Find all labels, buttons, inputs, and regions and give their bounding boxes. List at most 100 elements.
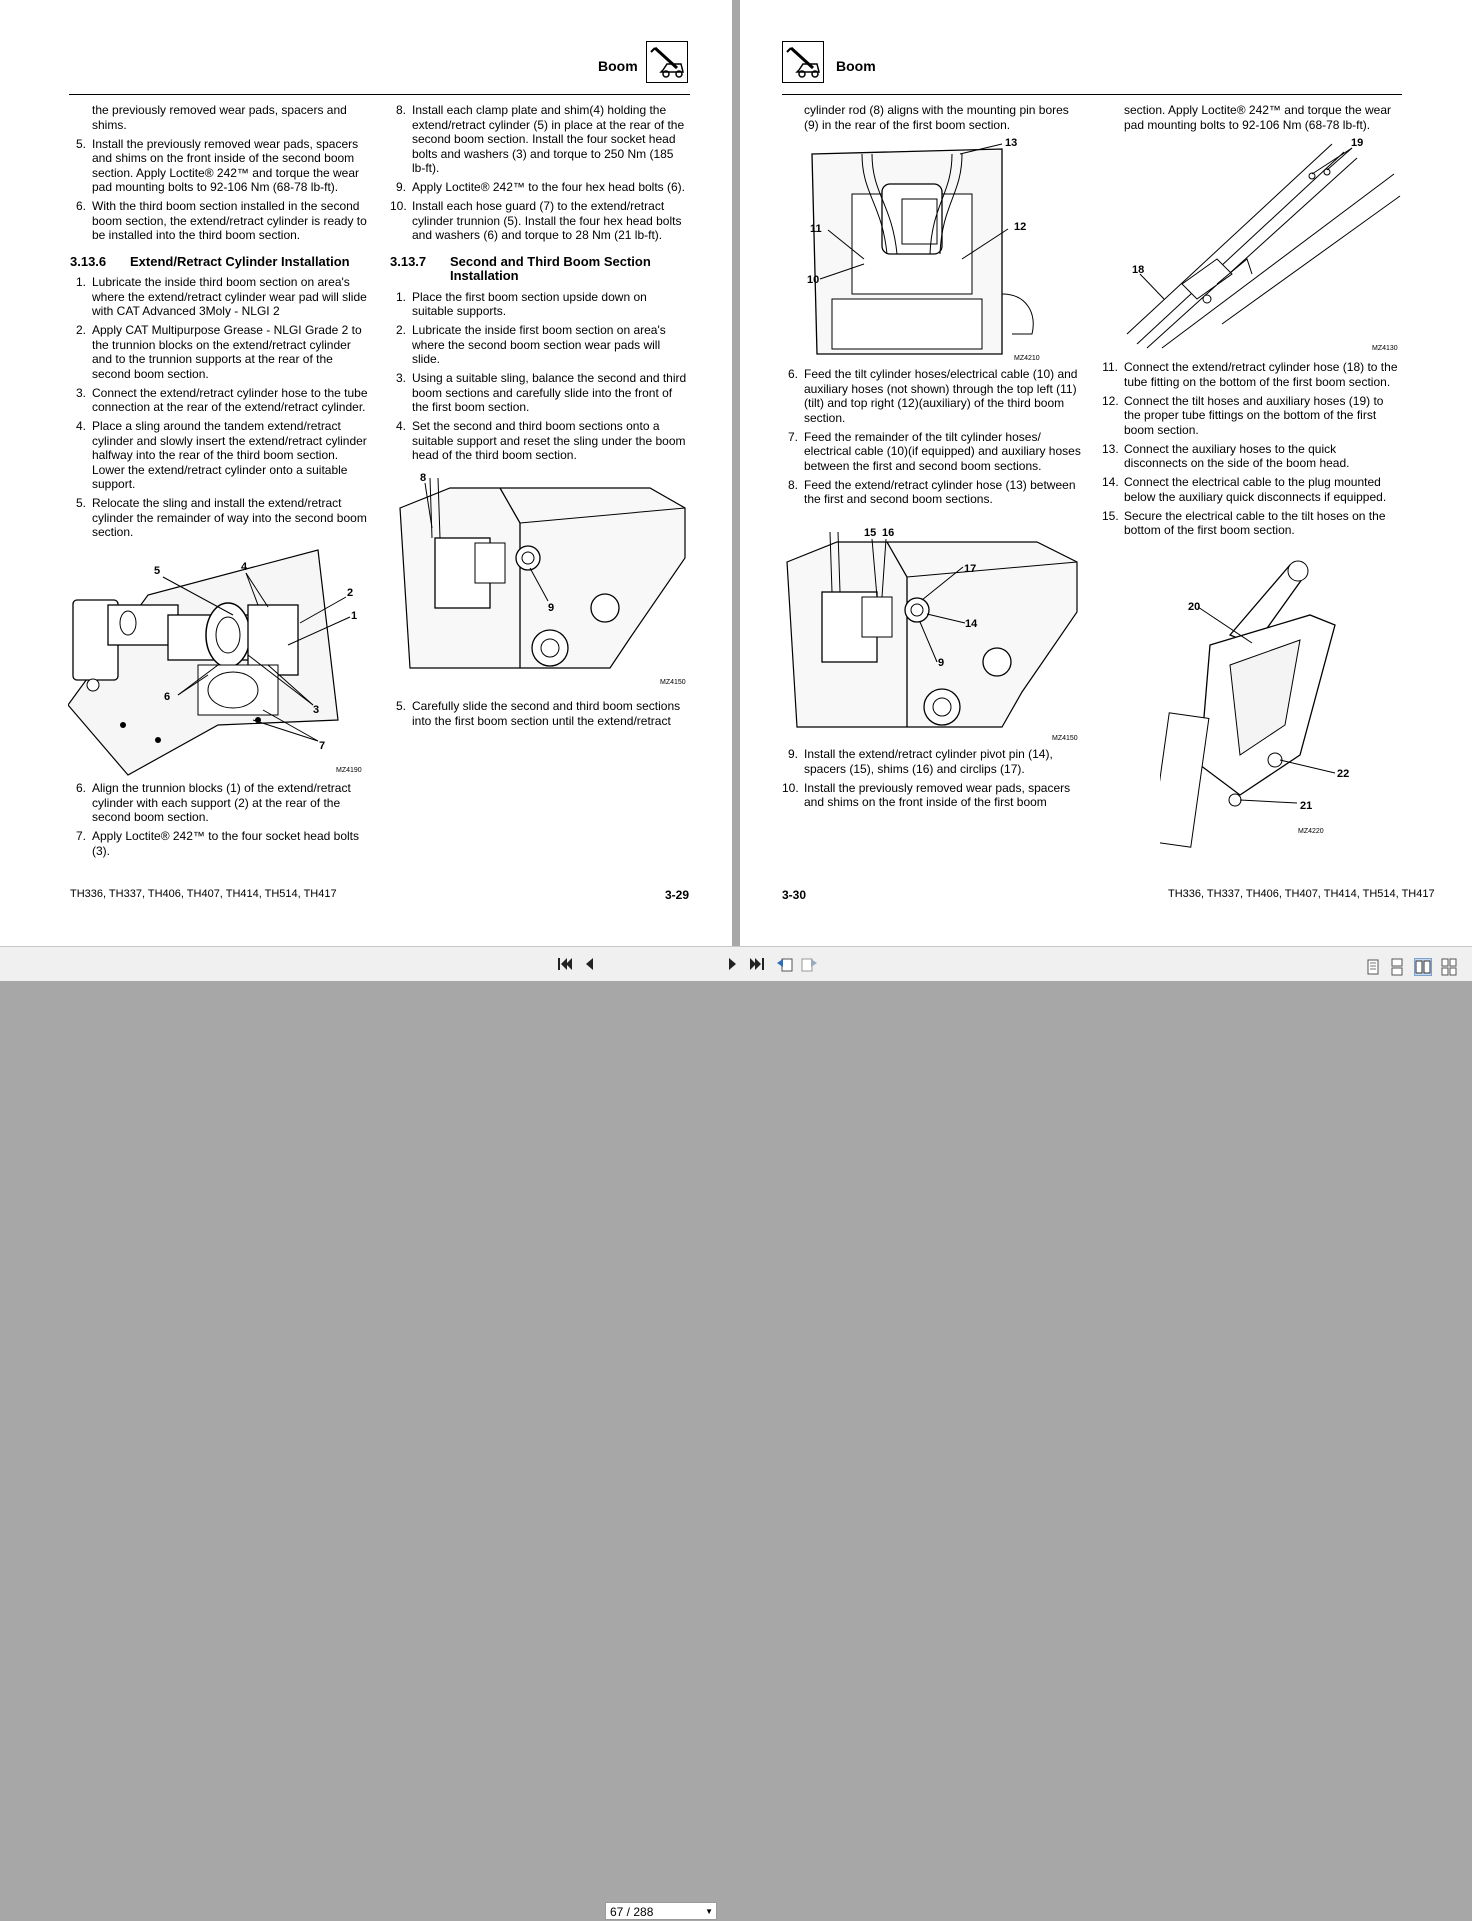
last-page-icon[interactable] [748, 956, 766, 972]
step-text: the previously removed wear pads, spacer… [92, 103, 347, 132]
step-text: Place the first boom section upside down… [412, 289, 647, 319]
instruction-step: 14.Connect the electrical cable to the p… [1102, 475, 1402, 504]
step-number: 5. [395, 699, 406, 713]
step-number: 1. [395, 289, 406, 304]
figure-code: MZ4130 [1372, 345, 1398, 352]
figure-callout-label: 15 [864, 527, 876, 539]
step-number: 2. [395, 323, 406, 337]
step-number: 2. [75, 323, 86, 337]
step-number: 1. [75, 275, 86, 289]
step-text: Connect the electrical cable to the plug… [1124, 475, 1387, 504]
figure-callout-label: 12 [1014, 221, 1026, 233]
boom-telehandler-icon [646, 41, 688, 83]
step-number: 6. [75, 781, 86, 795]
previous-page-icon[interactable] [580, 956, 598, 972]
step-number: 3. [395, 371, 406, 385]
step-number: 10. [782, 780, 799, 795]
figure-code: MZ4190 [336, 767, 362, 774]
right-page-column-1: cylinder rod (8) aligns with the mountin… [782, 103, 1082, 137]
figure-code: MZ4210 [1014, 355, 1040, 362]
figure-callout-label: 1 [351, 610, 357, 622]
step-number: 8. [787, 477, 798, 492]
step-text: Apply CAT Multipurpose Grease - NLGI Gra… [92, 323, 362, 381]
page-number: 3-29 [665, 888, 690, 902]
continuous-view-icon[interactable] [1388, 958, 1406, 976]
figure-callout-label: 10 [807, 274, 819, 286]
document-page-left: Boom the previously removed wear pads, s… [0, 0, 732, 946]
right-page-column-2: section. Apply Loctite® 242™ and torque … [1102, 103, 1402, 137]
step-text: Install each hose guard (7) to the exten… [412, 199, 682, 242]
step-number: 4. [75, 419, 86, 433]
figure-boom-underside-tubes: 19 18 MZ4130 [1122, 134, 1402, 354]
go-back-icon[interactable] [776, 956, 794, 972]
step-text: cylinder rod (8) aligns with the mountin… [804, 103, 1069, 132]
figure-callout-label: 17 [964, 563, 976, 575]
page-number-input[interactable]: 67 / 288 ▼ [605, 1902, 717, 1920]
next-page-icon[interactable] [724, 956, 742, 972]
page-header-title: Boom [836, 58, 876, 74]
go-forward-icon[interactable] [800, 956, 818, 972]
figure-boom-head-connections: 20 22 21 MZ4220 [1150, 555, 1400, 850]
instruction-step: 4. Place a sling around the tandem extend… [70, 419, 370, 492]
instruction-step: 7. Apply Loctite® 242™ to the four socket… [70, 829, 370, 858]
figure-trunnion-assembly: 5 4 2 1 6 3 7 MZ4190 [67, 545, 368, 777]
instruction-step: 6. Align the trunnion blocks (1) of the e… [70, 781, 370, 825]
figure-boom-hose-routing: 13 11 12 10 MZ4210 [802, 134, 1042, 364]
step-text: Apply Loctite® 242™ to the four socket h… [92, 829, 359, 858]
figure-code: MZ4150 [660, 679, 686, 686]
step-number: 7. [75, 829, 86, 843]
step-text: Apply Loctite® 242™ to the four hex head… [412, 180, 685, 194]
header-rule [782, 94, 1402, 95]
step-number: 5. [75, 496, 86, 510]
chevron-down-icon[interactable]: ▼ [705, 1907, 713, 1916]
figure-callout-label: 16 [882, 527, 894, 539]
figure-callout-label: 9 [548, 602, 554, 614]
left-page-column-1-continued: 6. Align the trunnion blocks (1) of the e… [70, 781, 370, 863]
step-number: 13. [1102, 441, 1119, 456]
step-text: Align the trunnion blocks (1) of the ext… [92, 781, 351, 824]
figure-callout-label: 2 [347, 587, 353, 599]
left-page-column-1: the previously removed wear pads, spacer… [70, 103, 370, 544]
instruction-step: 3. Connect the extend/retract cylinder ho… [70, 386, 370, 415]
step-number: 3. [75, 385, 86, 400]
instruction-step: cylinder rod (8) aligns with the mountin… [782, 103, 1082, 132]
two-page-continuous-view-icon[interactable] [1440, 958, 1458, 976]
page-indicator-text: 67 / 288 [610, 1905, 654, 1919]
pdf-viewer-toolbar: 67 / 288 ▼ [0, 946, 1472, 1920]
step-text: Place a sling around the tandem extend/r… [92, 419, 367, 491]
boom-telehandler-icon [782, 41, 824, 83]
step-text: Connect the auxiliary hoses to the quick… [1124, 441, 1350, 471]
step-number: 7. [787, 429, 798, 444]
step-text: Secure the electrical cable to the tilt … [1124, 508, 1386, 538]
figure-callout-label: 13 [1005, 137, 1017, 149]
figure-callout-label: 3 [313, 704, 319, 716]
figure-code: MZ4150 [1052, 735, 1078, 742]
step-number: 10. [390, 199, 407, 213]
instruction-step: 9.Apply Loctite® 242™ to the four hex he… [390, 180, 690, 195]
step-number: 12. [1102, 393, 1119, 408]
first-page-icon[interactable] [556, 956, 574, 972]
figure-boom-rear-cylinder-rod: 8 9 MZ4150 [390, 468, 690, 690]
step-text: Carefully slide the second and third boo… [412, 699, 681, 728]
figure-callout-label: 6 [164, 691, 170, 703]
single-page-view-icon[interactable] [1364, 958, 1382, 976]
figure-callout-label: 7 [319, 740, 325, 752]
step-text: Feed the extend/retract cylinder hose (1… [804, 477, 1076, 507]
footer-models: TH336, TH337, TH406, TH407, TH414, TH514… [1168, 888, 1435, 900]
instruction-step: section. Apply Loctite® 242™ and torque … [1102, 103, 1402, 132]
figure-callout-label: 5 [154, 565, 160, 577]
instruction-step: 9.Install the extend/retract cylinder pi… [782, 747, 1082, 776]
step-text: Using a suitable sling, balance the seco… [412, 371, 687, 414]
two-page-view-icon[interactable] [1414, 958, 1432, 976]
instruction-step: 6.With the third boom section installed … [70, 199, 370, 243]
instruction-step: 8.Install each clamp plate and shim(4) h… [390, 103, 690, 176]
instruction-step: 10. Install each hose guard (7) to the ex… [390, 199, 690, 243]
step-number: 9. [787, 747, 798, 761]
figure-code: MZ4220 [1298, 828, 1324, 835]
figure-callout-label: 4 [241, 561, 248, 573]
step-text: Relocate the sling and install the exten… [92, 496, 367, 539]
step-number: 11. [1102, 360, 1118, 374]
figure-callout-label: 14 [965, 618, 978, 630]
step-text: Connect the extend/retract cylinder hose… [92, 385, 368, 415]
